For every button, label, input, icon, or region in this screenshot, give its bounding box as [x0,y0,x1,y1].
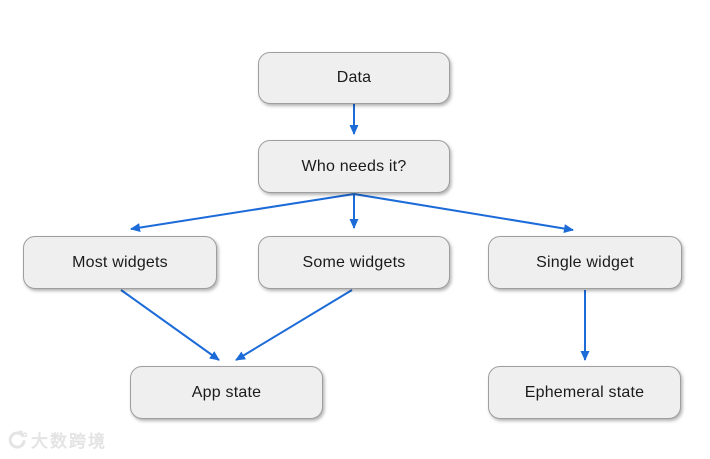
edge-some-app [235,289,353,361]
node-data-label: Data [336,69,372,86]
watermark-logo-icon [8,429,27,448]
node-some-widgets-label: Some widgets [302,253,406,271]
node-most-widgets-label: Most widgets [72,253,168,271]
node-app-state: App state [130,366,323,419]
watermark-text: 大数跨境 [31,432,107,451]
node-single-widget-label: Single widget [536,253,634,271]
node-single-widget: Single widget [488,236,682,289]
node-app-state-label: App state [191,383,262,401]
edge-who-most [130,193,355,233]
node-most-widgets: Most widgets [23,236,217,289]
watermark: 大数跨境 [7,427,107,452]
edge-who-single [353,193,574,233]
node-data: Data [258,52,450,104]
node-ephemeral-state: Ephemeral state [488,366,681,419]
node-who-needs-it-label: Who needs it? [301,157,407,175]
edge-most-app [120,289,220,361]
node-some-widgets: Some widgets [258,236,450,289]
node-ephemeral-state-label: Ephemeral state [524,383,645,401]
node-who-needs-it: Who needs it? [258,140,450,193]
